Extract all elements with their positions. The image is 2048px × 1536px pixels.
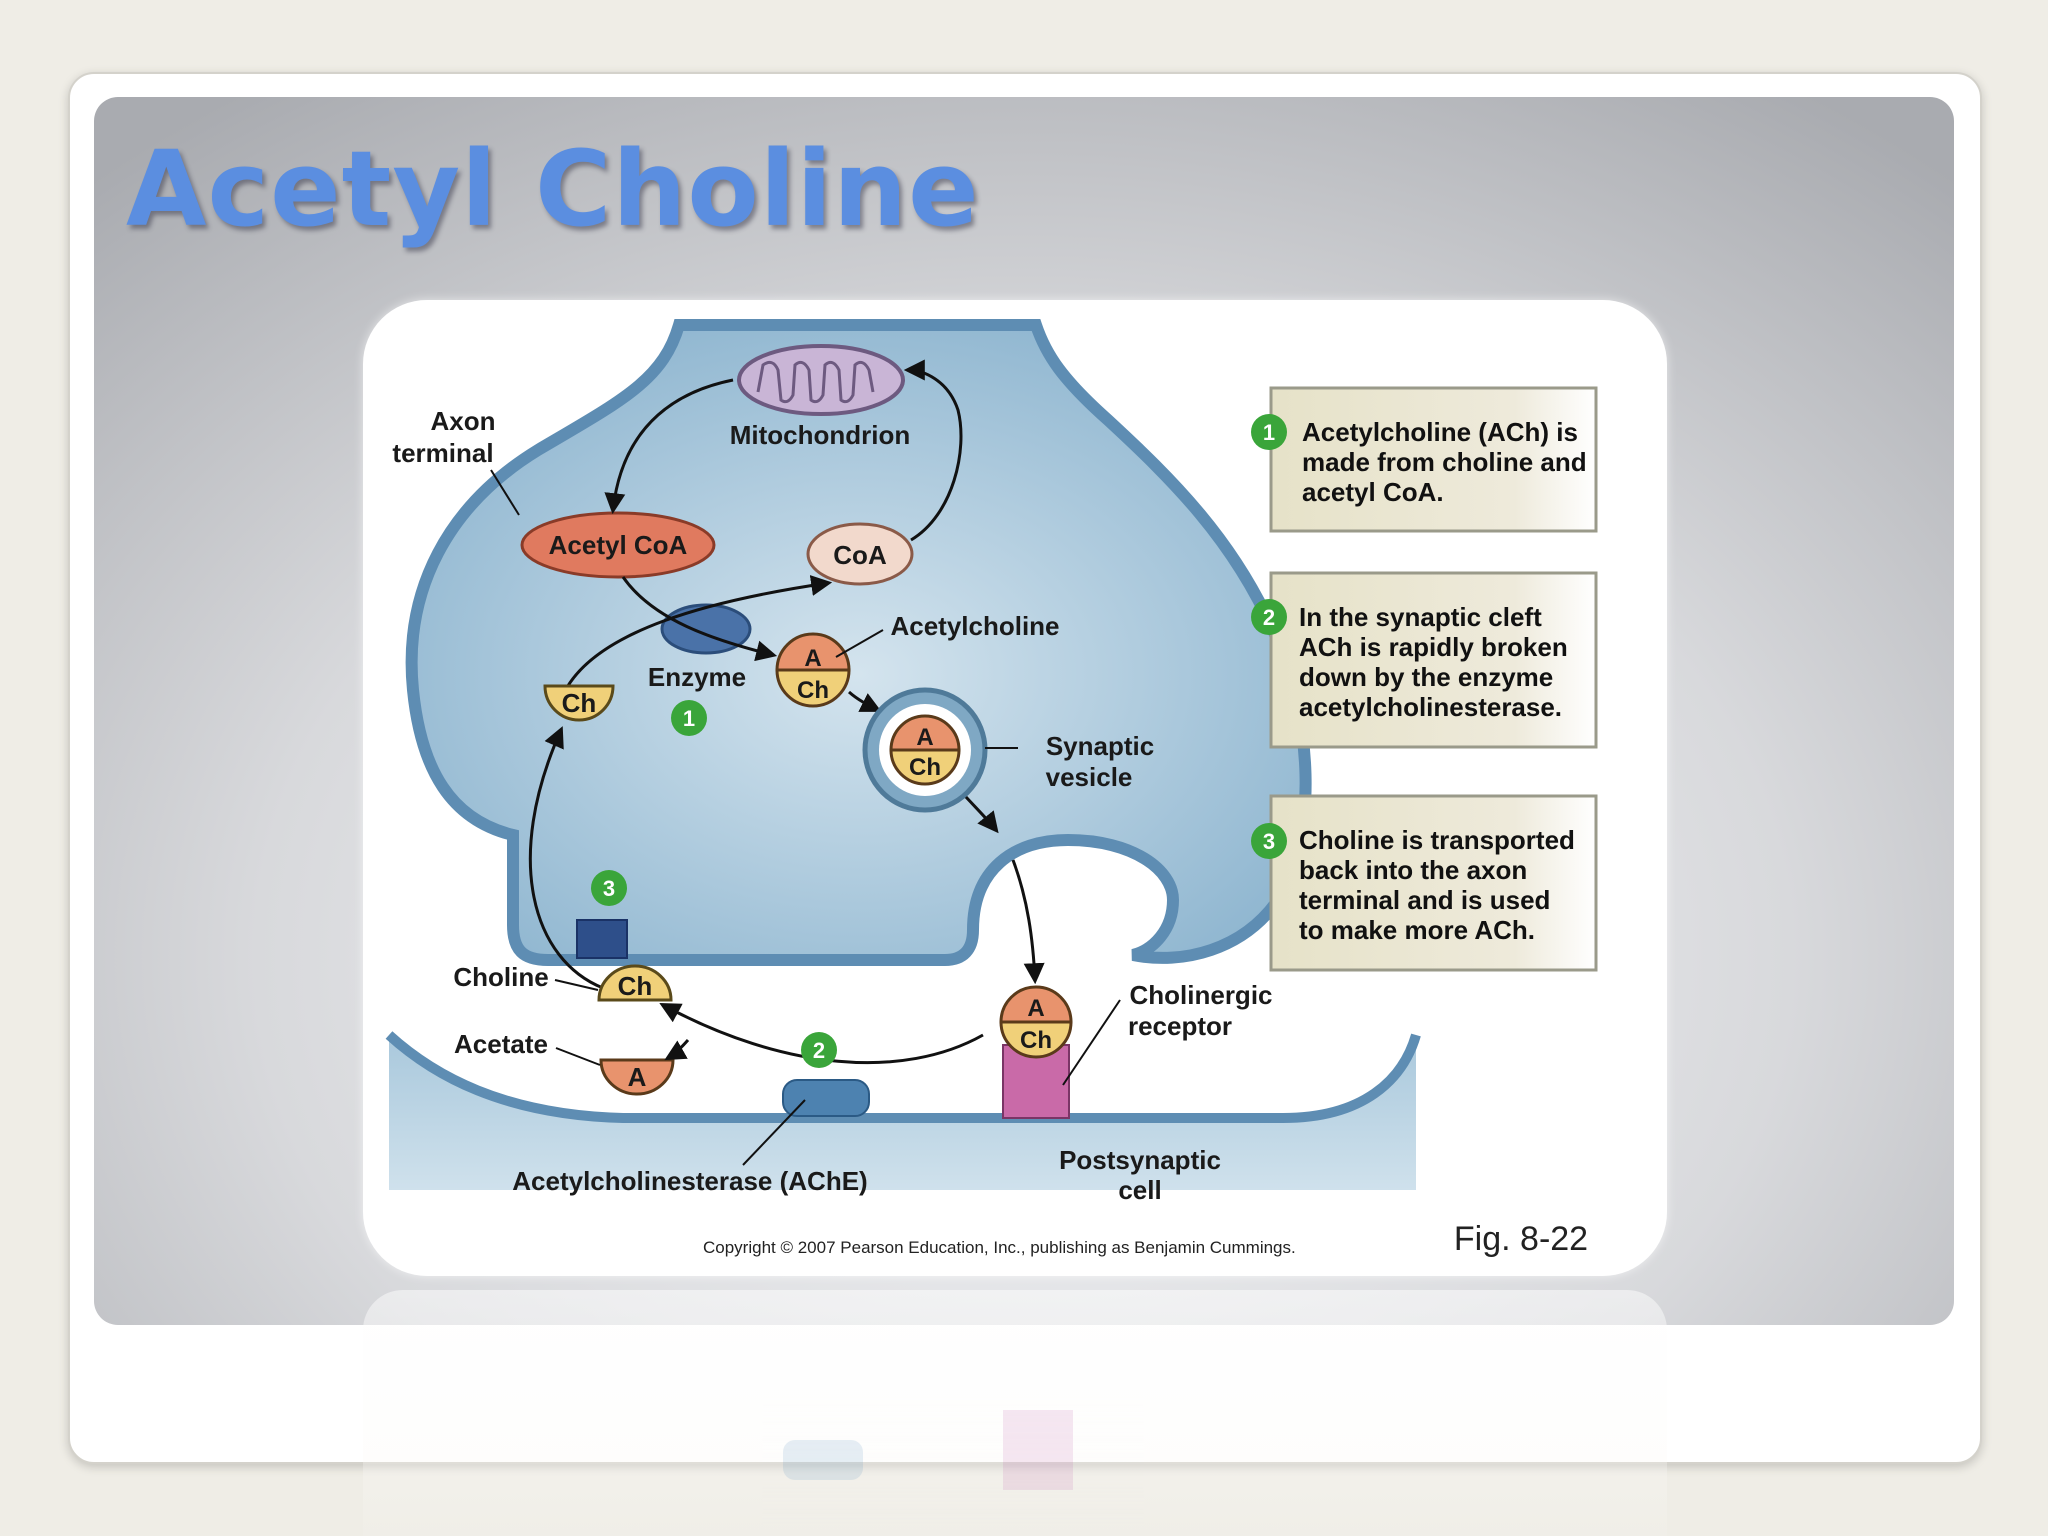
acetyl-coa-label: Acetyl CoA (549, 530, 688, 560)
step-3-line-1: Choline is transported (1299, 825, 1575, 855)
postsynaptic-label-line2: cell (1118, 1175, 1161, 1205)
axon-terminal-label-line2: terminal (392, 438, 493, 468)
synaptic-vesicle-label-line1: Synaptic (1046, 731, 1154, 761)
cholinergic-receptor-label-line1: Cholinergic (1129, 980, 1272, 1010)
svg-text:A: A (628, 1062, 647, 1092)
receptor-leader (1062, 999, 1121, 1086)
acetate-half: A (599, 1058, 675, 1096)
choline-transporter (576, 919, 628, 959)
ach-ch-label: Ch (797, 677, 829, 704)
coa: CoA (806, 522, 914, 586)
step-2-line-4: acetylcholinesterase. (1299, 692, 1562, 722)
svg-text:1: 1 (683, 706, 695, 731)
acetylcholine-molecule: A Ch (775, 632, 851, 708)
svg-text:2: 2 (1263, 605, 1275, 630)
acetylcholine-label: Acetylcholine (890, 611, 1059, 641)
mitochondrion (737, 344, 905, 416)
step-3-line-4: to make more ACh. (1299, 915, 1535, 945)
receptor-bound-ach: A Ch (999, 985, 1073, 1059)
svg-text:3: 3 (1263, 829, 1275, 854)
arrow-ach-breakdown-choline (659, 1003, 984, 1065)
choline-leader (554, 979, 599, 991)
axon-terminal-leader (490, 469, 520, 516)
cholinergic-receptor (1002, 1044, 1070, 1119)
step-1-line-2: made from choline and (1302, 447, 1587, 477)
ache-enzyme (782, 1079, 870, 1117)
svg-text:Ch: Ch (618, 971, 653, 1001)
postsynaptic-membrane (385, 1031, 1421, 1190)
step-3-line-2: back into the axon (1299, 855, 1527, 885)
svg-text:A: A (1027, 995, 1044, 1022)
mitochondrion-label: Mitochondrion (730, 420, 911, 450)
choline-half-cleft: Ch (597, 964, 673, 1002)
step-badge-3: 3 (591, 870, 627, 906)
choline-label: Choline (453, 962, 548, 992)
arrow-to-vesicle (848, 690, 882, 712)
acetate-leader (555, 1047, 601, 1066)
acetate-label: Acetate (454, 1029, 548, 1059)
svg-text:2: 2 (813, 1038, 825, 1063)
figure-reflection (363, 1290, 1667, 1536)
ache-label: Acetylcholinesterase (AChE) (512, 1166, 867, 1196)
step-box-3: 3 Choline is transported back into the a… (1251, 794, 1598, 972)
figure-card: Mitochondrion Axon terminal Acetyl CoA C… (363, 300, 1667, 1276)
step-box-2: 2 In the synaptic cleft ACh is rapidly b… (1251, 571, 1598, 749)
arrow-choline-reuptake (528, 726, 604, 990)
svg-text:3: 3 (603, 876, 615, 901)
step-2-line-1: In the synaptic cleft (1299, 602, 1542, 632)
enzyme-label: Enzyme (648, 662, 746, 692)
vesicle-ch-label: Ch (909, 754, 941, 781)
choline-half-label: Ch (562, 688, 597, 718)
step-badge-1: 1 (671, 700, 707, 736)
acetylcholine-leader (835, 629, 884, 658)
axon-terminal-label-line1: Axon (431, 406, 496, 436)
ach-a-label: A (804, 645, 821, 672)
acetyl-coa: Acetyl CoA (520, 511, 716, 579)
choline-half-terminal: Ch (543, 684, 615, 722)
arrow-mito-to-acetylcoa (604, 378, 734, 515)
svg-text:Ch: Ch (1020, 1027, 1052, 1054)
synaptic-vesicle-label-line2: vesicle (1046, 762, 1133, 792)
step-1-line-1: Acetylcholine (ACh) is (1302, 417, 1578, 447)
slide-title: Acetyl Choline (126, 128, 980, 250)
vesicle-a-label: A (916, 724, 933, 751)
svg-text:1: 1 (1263, 420, 1275, 445)
step-2-line-3: down by the enzyme (1299, 662, 1553, 692)
arrow-vesicle-release (964, 795, 999, 834)
step-badge-2: 2 (801, 1032, 837, 1068)
arrow-release-to-receptor (1011, 859, 1045, 985)
step-1-line-3: acetyl CoA. (1302, 477, 1444, 507)
coa-label: CoA (833, 540, 887, 570)
ache-leader (742, 1099, 806, 1166)
cholinergic-receptor-label-line2: receptor (1128, 1011, 1232, 1041)
acetylcholine-synapse-diagram: Mitochondrion Axon terminal Acetyl CoA C… (385, 319, 1598, 1258)
step-box-1: 1 Acetylcholine (ACh) is made from choli… (1251, 386, 1598, 533)
copyright-text: Copyright © 2007 Pearson Education, Inc.… (703, 1238, 1296, 1257)
arrow-to-coa (561, 575, 833, 696)
postsynaptic-label-line1: Postsynaptic (1059, 1145, 1221, 1175)
step-2-line-2: ACh is rapidly broken (1299, 632, 1568, 662)
synaptic-vesicle: A Ch (862, 687, 988, 813)
figure-number: Fig. 8-22 (1454, 1220, 1588, 1258)
arrow-coa-to-mito (903, 359, 963, 542)
step-3-line-3: terminal and is used (1299, 885, 1550, 915)
arrow-ach-breakdown-acetate (664, 1039, 690, 1061)
arrow-to-acetylcholine (621, 576, 778, 662)
